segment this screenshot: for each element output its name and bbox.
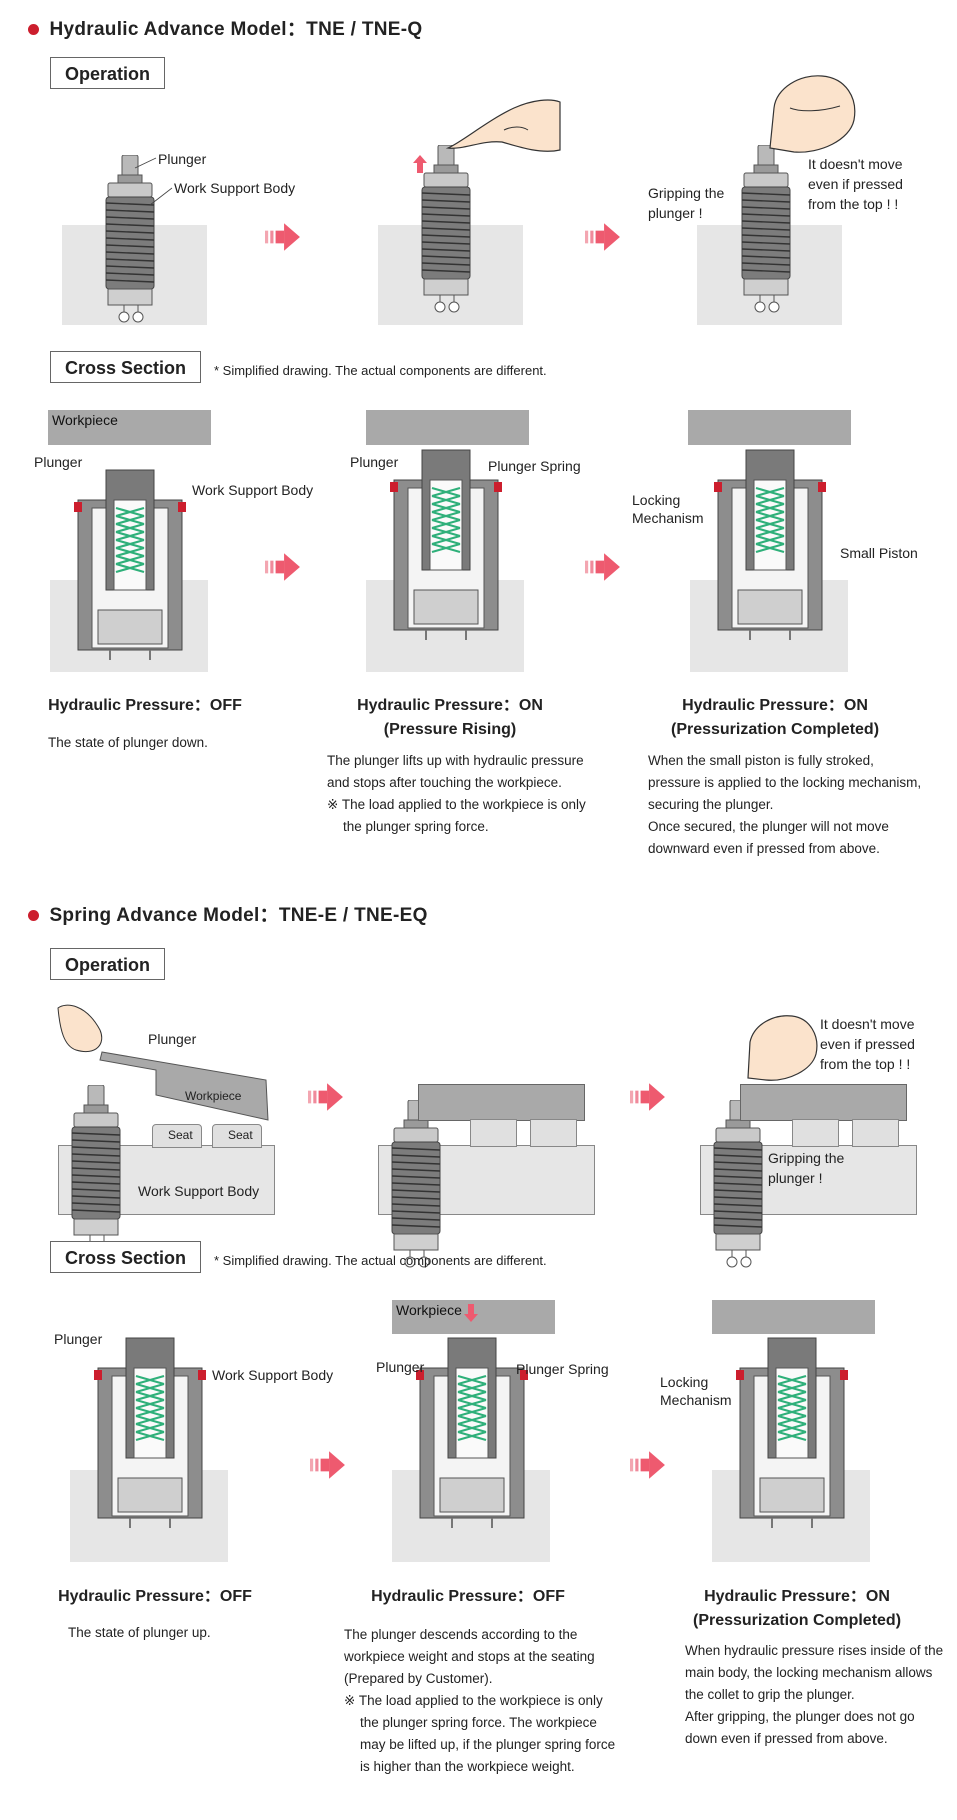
state-heading: Hydraulic Pressure：ON (Pressurization Co… [670, 697, 880, 738]
section-title-spring: Spring Advance Model：TNE-E / TNE-EQ [28, 900, 428, 927]
bullet-icon [28, 910, 39, 921]
cross-section-box-label: Cross Section [50, 1241, 202, 1273]
work-support-illustration [736, 145, 796, 315]
flow-arrow-icon [265, 222, 301, 252]
label-workpiece: Workpiece [396, 1302, 462, 1318]
seat [470, 1119, 517, 1147]
fist-icon [747, 1015, 818, 1081]
workpiece-block [740, 1084, 907, 1121]
workpiece-block [688, 410, 851, 445]
label-plunger: Plunger [54, 1331, 103, 1347]
state-description: The state of plunger up. [68, 1625, 211, 1640]
label-plunger: Plunger [376, 1359, 425, 1375]
label-work-support-body: Work Support Body [138, 1183, 260, 1199]
flow-arrow-icon [265, 552, 301, 582]
flow-arrow-icon [630, 1450, 666, 1480]
flow-arrow-icon [585, 222, 621, 252]
label-locking-mechanism: Locking Mechanism [632, 492, 704, 526]
label-no-move: It doesn't move even if pressed from the… [808, 156, 903, 212]
cross-section-illustration [70, 460, 190, 660]
state-description: When the small piston is fully stroked, … [648, 753, 922, 856]
label-no-move: It doesn't move even if pressed from the… [820, 1016, 915, 1072]
state-description: The state of plunger down. [48, 735, 208, 750]
work-support-illustration [708, 1100, 768, 1270]
seat [852, 1119, 899, 1147]
work-support-illustration [386, 1100, 446, 1270]
simplified-note: * Simplified drawing. The actual compone… [214, 363, 547, 378]
operation-box-label: Operation [50, 948, 166, 980]
state-heading: Hydraulic Pressure：ON (Pressure Rising) [357, 697, 543, 738]
cross-section-illustration [732, 1328, 852, 1528]
label-small-piston: Small Piston [840, 545, 918, 561]
cross-section-illustration [710, 440, 830, 640]
simplified-note: * Simplified drawing. The actual compone… [214, 1253, 547, 1268]
label-plunger: Plunger [158, 151, 207, 167]
label-seat: Seat [228, 1128, 253, 1142]
workpiece-tilted [57, 1004, 269, 1121]
workpiece-block [366, 410, 529, 445]
label-workpiece: Workpiece [185, 1089, 242, 1103]
flow-arrow-icon [308, 1082, 344, 1112]
state-description: The plunger lifts up with hydraulic pres… [327, 753, 586, 834]
workpiece-block [712, 1300, 875, 1334]
workpiece-block [48, 410, 211, 445]
label-plunger-spring: Plunger Spring [516, 1361, 609, 1377]
cross-section-box-label: Cross Section [50, 351, 202, 383]
label-gripping: Gripping the plunger ! [768, 1150, 845, 1186]
cross-section-illustration [412, 1328, 532, 1528]
down-arrow-icon [464, 1304, 478, 1322]
state-description: When hydraulic pressure rises inside of … [685, 1643, 944, 1746]
label-seat: Seat [168, 1128, 193, 1142]
hand-icon [445, 99, 561, 152]
section-title-hydraulic: Hydraulic Advance Model：TNE / TNE-Q [28, 14, 422, 41]
label-workpiece: Workpiece [52, 412, 118, 428]
operation-box-label: Operation [50, 57, 166, 89]
label-work-support-body: Work Support Body [174, 180, 296, 196]
up-arrow-icon [413, 155, 427, 173]
label-locking-mechanism: Locking Mechanism [660, 1374, 732, 1408]
state-heading: Hydraulic Pressure：ON (Pressurization Co… [692, 1588, 902, 1629]
flow-arrow-icon [630, 1082, 666, 1112]
seat [212, 1124, 262, 1148]
flow-arrow-icon [585, 552, 621, 582]
seat [792, 1119, 839, 1147]
state-description: The plunger descends according to the wo… [344, 1627, 616, 1774]
flow-arrow-icon [310, 1450, 346, 1480]
bullet-icon [28, 24, 39, 35]
label-work-support-body: Work Support Body [192, 482, 314, 498]
fist-icon [769, 75, 856, 153]
state-heading: Hydraulic Pressure：OFF [371, 1588, 565, 1605]
label-gripping: Gripping the plunger ! [648, 185, 725, 221]
label-plunger: Plunger [350, 454, 399, 470]
state-heading: Hydraulic Pressure：OFF [58, 1588, 252, 1605]
workpiece-block [418, 1084, 585, 1121]
seat [152, 1124, 202, 1148]
label-plunger: Plunger [148, 1031, 197, 1047]
cross-section-illustration [90, 1328, 210, 1528]
label-plunger: Plunger [34, 454, 83, 470]
label-plunger-spring: Plunger Spring [488, 458, 581, 474]
label-work-support-body: Work Support Body [212, 1367, 334, 1383]
seat [530, 1119, 577, 1147]
state-heading: Hydraulic Pressure：OFF [48, 697, 242, 714]
